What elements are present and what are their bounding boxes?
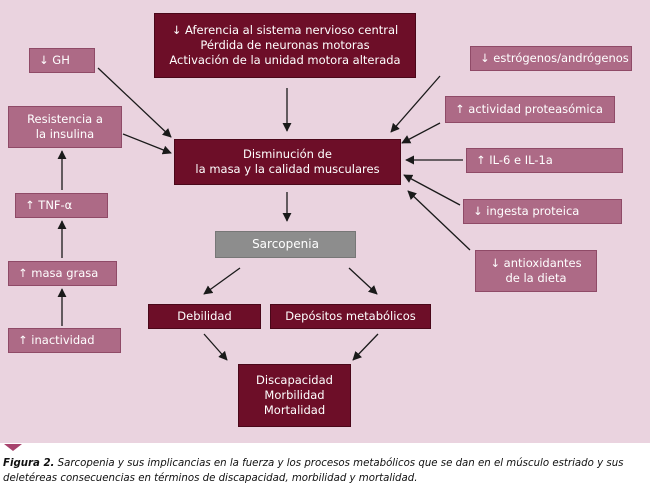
arrow-depositos-to-outcome (352, 333, 379, 361)
sarcopenia-box: Sarcopenia (215, 231, 356, 258)
masa-grasa-box: ↑ masa grasa (8, 261, 117, 286)
arrow-sarcopenia-to-debilidad (203, 267, 241, 295)
resistencia-box: Resistencia a la insulina (8, 106, 122, 148)
arrow-proteasomica-to-center (401, 122, 441, 144)
arrow-gh-to-center (97, 67, 172, 138)
debilidad-box: Debilidad (148, 304, 261, 329)
depositos-box: Depósitos metabólicos (270, 304, 431, 329)
ingesta-box: ↓ ingesta proteica (463, 199, 622, 224)
arrows-layer (57, 67, 471, 361)
tnf-box: ↑ TNF-α (15, 193, 108, 218)
inactividad-box: ↑ inactividad (8, 328, 121, 353)
sarcopenia-diagram: ↓ Aferencia al sistema nervioso central … (0, 0, 650, 443)
arrow-ingesta-to-center (403, 174, 461, 206)
arrow-debilidad-to-outcome (203, 333, 228, 361)
il6-box: ↑ IL-6 e IL-1a (466, 148, 623, 173)
outcome-box: Discapacidad Morbilidad Mortalidad (238, 364, 351, 427)
antioxidantes-box: ↓ antioxidantes de la dieta (475, 250, 597, 292)
center-box: Disminución de la masa y la calidad musc… (174, 139, 401, 185)
top-box: ↓ Aferencia al sistema nervioso central … (154, 13, 416, 78)
gh-box: ↓ GH (29, 48, 95, 73)
caption-marker-icon (4, 444, 22, 451)
arrow-sarcopenia-to-depositos (348, 267, 378, 295)
caption-label: Figura 2. (3, 458, 55, 469)
arrow-estrogenos-to-center (390, 75, 441, 133)
figure-caption: Figura 2. Sarcopenia y sus implicancias … (3, 456, 647, 486)
arrow-resistencia-to-center (122, 133, 172, 155)
caption-text: Sarcopenia y sus implicancias en la fuer… (3, 458, 624, 484)
proteasomica-box: ↑ actividad proteasómica (445, 96, 615, 123)
arrow-antioxidantes-to-center (407, 190, 471, 251)
estrogenos-box: ↓ estrógenos/andrógenos (470, 46, 632, 71)
